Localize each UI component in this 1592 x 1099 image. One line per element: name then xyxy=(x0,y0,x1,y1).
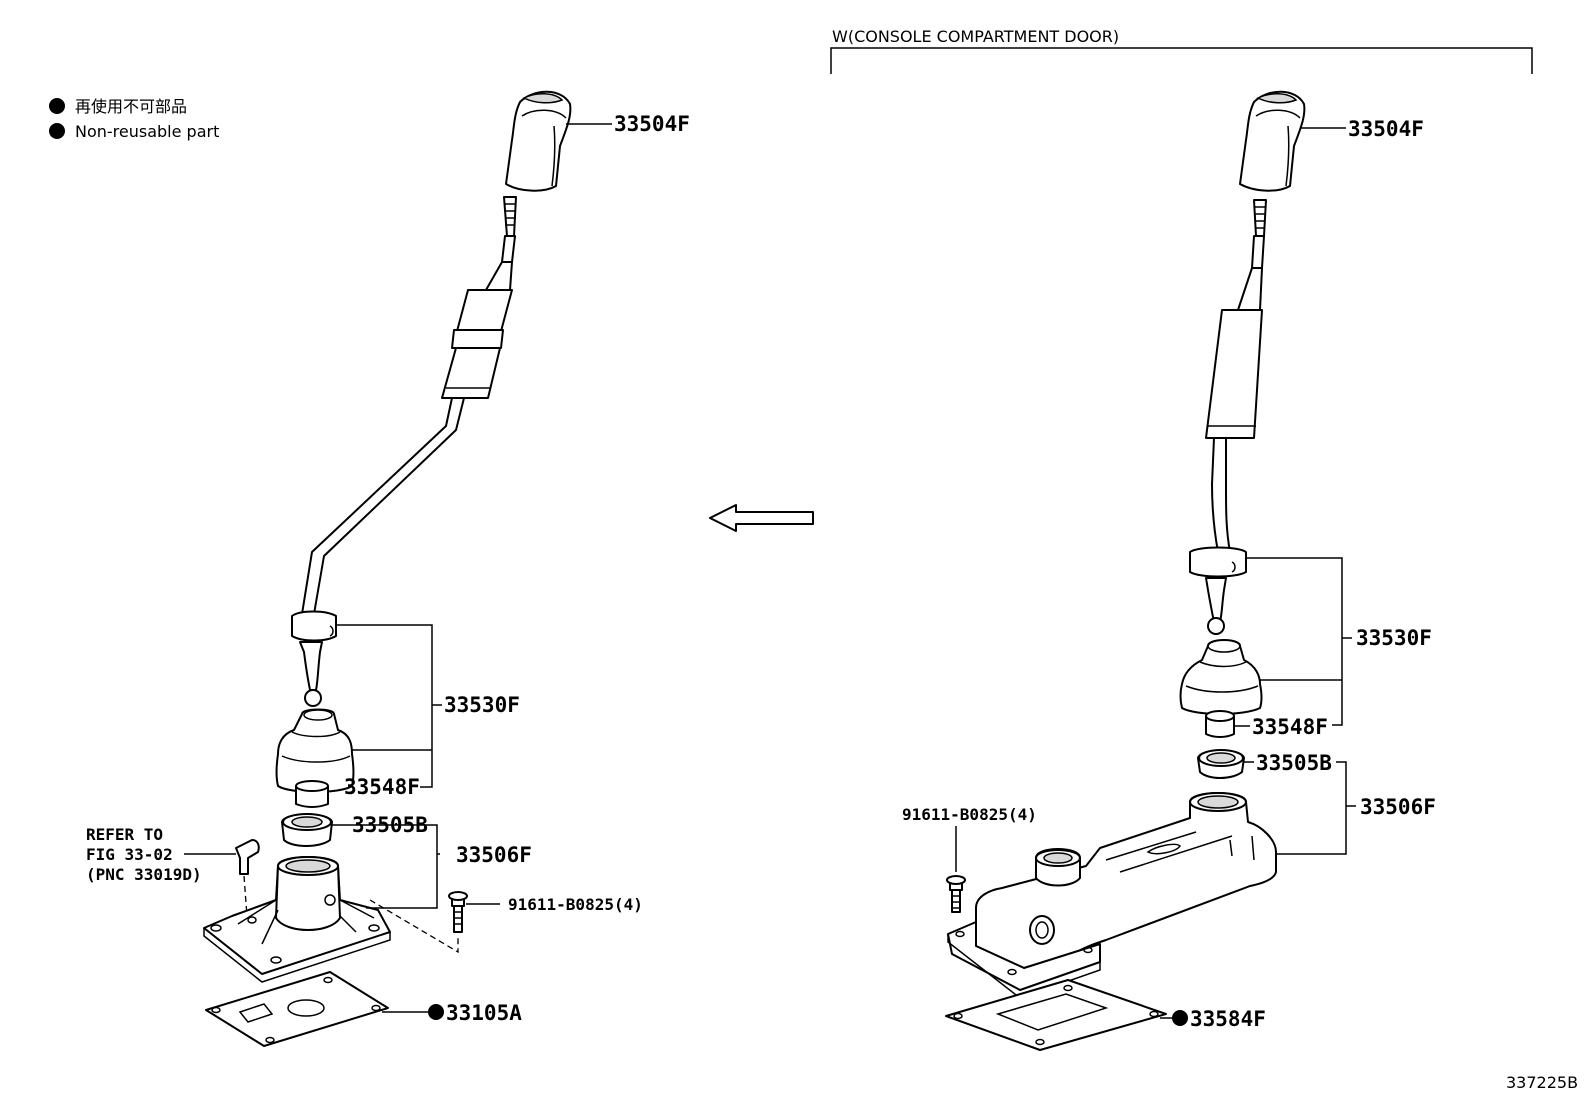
legend: 再使用不可部品 Non-reusable part xyxy=(49,97,219,141)
shift-knob xyxy=(1239,90,1306,192)
label-gasket-left: 33105A xyxy=(446,1001,522,1025)
variant-bracket xyxy=(830,47,1533,74)
refer-line-1: REFER TO xyxy=(86,825,163,844)
shift-lever xyxy=(291,196,517,707)
label-bushing-left: 33548F xyxy=(344,775,420,799)
label-bolt-right: 91611-B0825(4) xyxy=(902,805,1037,824)
left-arrow-icon xyxy=(709,504,814,532)
non-reusable-dot-icon xyxy=(428,1004,444,1020)
non-reusable-dot-icon xyxy=(49,123,65,139)
label-bushing-right: 33548F xyxy=(1252,715,1328,739)
lever-bushing xyxy=(1205,710,1235,738)
shift-lever xyxy=(1189,199,1267,635)
retainer-bolt xyxy=(946,875,966,913)
legend-line-en: Non-reusable part xyxy=(75,122,219,141)
label-gasket-right: 33584F xyxy=(1190,1007,1266,1031)
shift-knob xyxy=(505,90,572,192)
lever-retainer xyxy=(203,856,391,983)
figure-id: 337225B xyxy=(1506,1073,1578,1092)
non-reusable-dot-icon xyxy=(1172,1010,1188,1026)
leader-lever-left xyxy=(336,624,442,788)
lever-seat xyxy=(1197,749,1245,779)
label-lever-right: 33530F xyxy=(1356,626,1432,650)
lever-bushing xyxy=(295,780,329,808)
lever-retainer xyxy=(947,792,1277,999)
label-seat-left: 33505B xyxy=(352,813,428,837)
lever-boot xyxy=(1179,639,1263,715)
leader-seat-left xyxy=(332,824,440,909)
refer-line-2: FIG 33-02 xyxy=(86,845,173,864)
label-bolt-left: 91611-B0825(4) xyxy=(508,895,643,914)
label-seat-right: 33505B xyxy=(1256,751,1332,775)
refer-line-3: (PNC 33019D) xyxy=(86,865,202,884)
leader-lever-right xyxy=(1246,557,1352,726)
variant-caption-group: W(CONSOLE COMPARTMENT DOOR) xyxy=(830,27,1533,74)
lever-boot xyxy=(275,708,355,793)
leader-seat-right xyxy=(1244,761,1356,855)
label-retainer-left: 33506F xyxy=(456,843,532,867)
left-assembly: 33504F 33530F 33548F 33505B 33506F 91611… xyxy=(86,90,690,1047)
retainer-gasket xyxy=(945,979,1167,1051)
lever-seat xyxy=(281,813,333,847)
label-knob-right: 33504F xyxy=(1348,117,1424,141)
variant-caption: W(CONSOLE COMPARTMENT DOOR) xyxy=(832,27,1119,46)
label-lever-left: 33530F xyxy=(444,693,520,717)
non-reusable-dot-icon xyxy=(49,98,65,114)
retainer-bolt xyxy=(369,891,468,954)
right-assembly: 33504F 33530F 33548F 33505B 33506F 91611… xyxy=(902,90,1436,1051)
retainer-gasket xyxy=(205,971,389,1047)
label-retainer-right: 33506F xyxy=(1360,795,1436,819)
legend-line-jp: 再使用不可部品 xyxy=(75,97,187,116)
label-knob-left: 33504F xyxy=(614,112,690,136)
